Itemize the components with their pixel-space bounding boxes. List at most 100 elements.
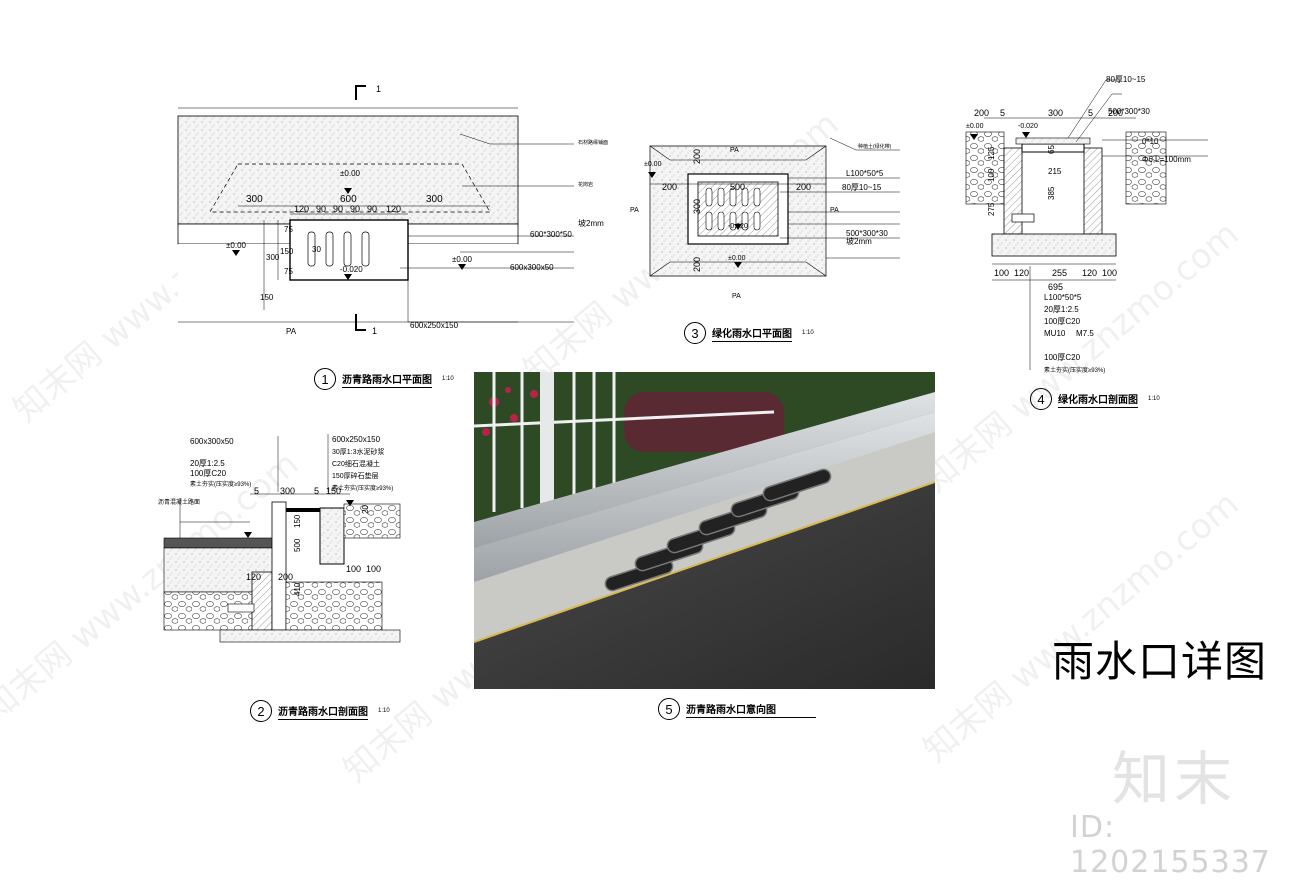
d4-bottom-note: L100*50*5 xyxy=(1044,293,1082,302)
d2-dim-top: 5 xyxy=(314,486,319,496)
d4-elev-left: ±0.00 xyxy=(966,123,984,130)
d2-right-note: C20细石混凝土 xyxy=(332,459,380,468)
d3-pa: PA xyxy=(730,147,739,154)
d2-dim-top: 5 xyxy=(254,486,259,496)
detail1-title: 沥青路雨水口平面图 xyxy=(342,371,432,388)
d1-dim-vert: 75 xyxy=(284,267,293,276)
d1-grate-dim: 90 xyxy=(350,204,360,214)
d3-callout-top: 种植土(绿化带) xyxy=(858,143,892,150)
d2-right-note: 30厚1:3水泥砂浆 xyxy=(332,447,385,456)
d4-dim-inner: 385 xyxy=(1047,186,1056,200)
d2-dim-v: 410 xyxy=(293,582,302,596)
d4-bottom-note: M7.5 xyxy=(1076,329,1094,338)
d1-note-frame: 600x300x50 xyxy=(510,263,554,272)
d4-dim-inner: 65 xyxy=(1047,145,1056,154)
d3-note: 80厚10~15 xyxy=(842,183,882,192)
detail5-number: 5 xyxy=(658,698,680,720)
d4-elev-mid: -0.020 xyxy=(1018,123,1038,130)
d4-dim-left: 125 xyxy=(987,146,996,160)
d1-note-2mm: 坡2mm xyxy=(578,218,604,228)
detail4-number: 4 xyxy=(1030,388,1052,410)
d3-dim-200-bot: 200 xyxy=(692,257,702,272)
d1-elev-top: ±0.00 xyxy=(340,169,361,178)
detail3-title: 绿化雨水口平面图 xyxy=(712,325,792,342)
d2-dim-top: 150 xyxy=(326,486,341,496)
d1-elev-right: ±0.00 xyxy=(452,255,473,264)
d1-callout: 花岗岩 xyxy=(578,181,593,188)
d4-dim-top: 300 xyxy=(1048,108,1063,118)
d1-dim-vert: 150 xyxy=(280,247,294,256)
d1-note-curb: 600x250x150 xyxy=(410,321,459,330)
d4-dim-bottom: 120 xyxy=(1082,268,1097,278)
d3-dim-200-right: 200 xyxy=(796,182,811,192)
d4-right-note: Φ6,L=100mm xyxy=(1142,155,1191,164)
d1-dim-300-right: 300 xyxy=(426,194,443,205)
d2-left-note: 100厚C20 xyxy=(190,469,227,478)
d1-elev-left: ±0.00 xyxy=(226,241,247,250)
detail1-plan-drawing: ±0.00 600 300 300 120 90 90 90 90 120 75… xyxy=(177,84,608,336)
d1-note-grate: 600*300*50 xyxy=(530,230,572,239)
d4-right-note: 0*10 xyxy=(1142,137,1159,146)
d2-dim-v: 20 xyxy=(361,505,370,514)
detail5-title: 沥青路雨水口意向图 xyxy=(686,701,816,718)
d2-right-note: 150厚碎石垫层 xyxy=(332,471,379,480)
d3-note: 坡2mm xyxy=(846,236,872,246)
d2-left-note: 600x300x50 xyxy=(190,437,234,446)
detail1-number: 1 xyxy=(314,368,336,390)
d1-grate-dim: 90 xyxy=(367,204,377,214)
d2-side-note: 沥青混凝土路面 xyxy=(158,498,200,506)
d1-pa: PA xyxy=(286,327,297,336)
detail5-render-image xyxy=(474,372,935,689)
d3-note: 500*300*30 xyxy=(846,229,888,238)
d4-bottom-note: 20厚1:2.5 xyxy=(1044,305,1079,314)
d3-pa: PA xyxy=(830,207,839,214)
brand-logo: 知末 xyxy=(1112,745,1237,813)
d4-dim-total: 695 xyxy=(1048,282,1063,292)
detail1-scale: 1:10 xyxy=(442,376,454,382)
d3-pa: PA xyxy=(630,207,639,214)
sheet-title: 雨水口详图 xyxy=(1052,637,1268,686)
watermark: 知末网 www.znzmo.com xyxy=(915,483,1247,771)
id-label: ID: 1202155337 xyxy=(1070,810,1271,880)
d3-dim-200-top: 200 xyxy=(692,149,702,164)
d1-callout: 石材路缘铺面 xyxy=(578,139,608,146)
d4-bottom-note: 100厚C20 xyxy=(1044,353,1081,362)
d1-grate-dim: 90 xyxy=(333,204,343,214)
d4-bottom-note: 素土夯实(压实度≥93%) xyxy=(1044,366,1105,374)
d2-dim-bot: 100 xyxy=(366,564,381,574)
d2-left-note: 素土夯实(压实度≥93%) xyxy=(190,480,251,488)
d2-dim-bot: 120 xyxy=(246,572,261,582)
d4-dim-left: 100 xyxy=(987,168,996,182)
d4-bottom-note: MU10 xyxy=(1044,329,1066,338)
d1-dim-150: 150 xyxy=(260,293,274,302)
d2-dim-top: 300 xyxy=(280,486,295,496)
d1-dim-300-left: 300 xyxy=(246,194,263,205)
detail2-number: 2 xyxy=(250,700,272,722)
d3-dim-500: 500 xyxy=(730,182,745,192)
detail4-title: 绿化雨水口剖面图 xyxy=(1058,391,1138,408)
d4-dim-bottom: 255 xyxy=(1052,268,1067,278)
d3-elev-bottom: ±0.00 xyxy=(728,255,746,262)
detail3-plan-drawing: PA PA PA PA ±0.00 ±0.00 -0.020 200 200 2… xyxy=(630,137,900,300)
d1-grate-dim: 120 xyxy=(294,204,309,214)
d1-section-mark: 1 xyxy=(376,84,381,94)
d4-top-note: 500*300*30 xyxy=(1108,107,1150,116)
d4-dim-left: 275 xyxy=(987,202,996,216)
d4-dim-bottom: 100 xyxy=(994,268,1009,278)
d1-dim-30: 30 xyxy=(312,245,321,254)
d1-dim-vert: 75 xyxy=(284,225,293,234)
d1-grate-dim: 120 xyxy=(386,204,401,214)
d2-dim-v: 500 xyxy=(293,538,302,552)
d2-left-note: 20厚1:2.5 xyxy=(190,459,225,468)
d3-pa: PA xyxy=(732,293,741,300)
d1-elev-bottom: -0.020 xyxy=(340,265,363,274)
d4-dim-bottom: 120 xyxy=(1014,268,1029,278)
d3-elev-left: ±0.00 xyxy=(644,161,662,168)
d1-dim-600: 600 xyxy=(340,194,357,205)
d3-note: L100*50*5 xyxy=(846,169,884,178)
d3-dim-200-left: 200 xyxy=(662,182,677,192)
d4-top-note: 80厚10~15 xyxy=(1106,75,1146,84)
d4-dim-top: 5 xyxy=(1088,108,1093,118)
d4-dim-bottom: 100 xyxy=(1102,268,1117,278)
d1-grate-dim: 90 xyxy=(316,204,326,214)
